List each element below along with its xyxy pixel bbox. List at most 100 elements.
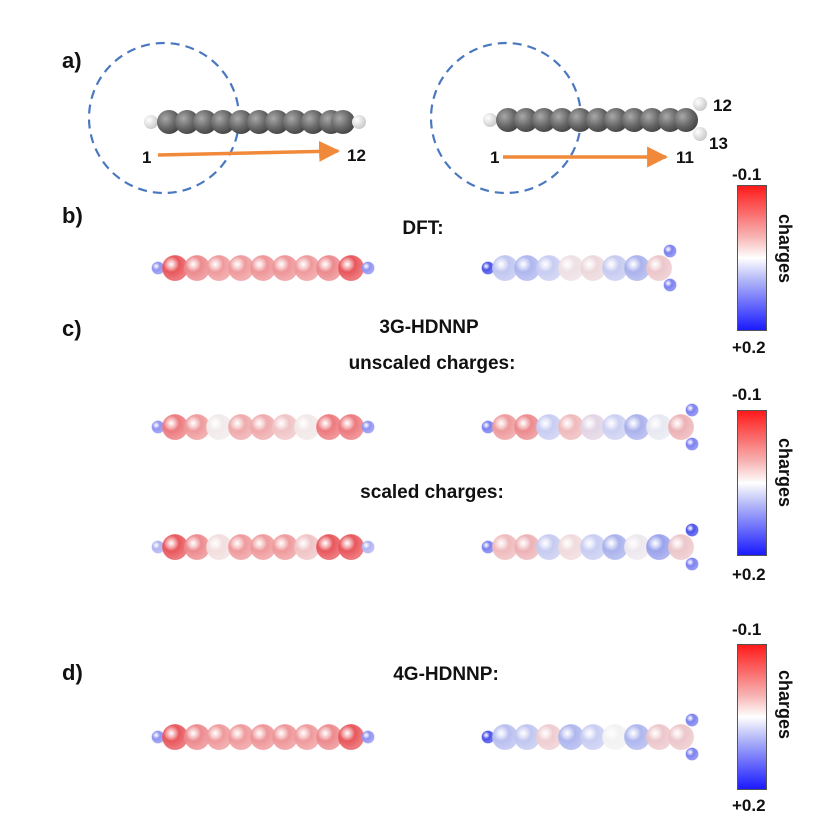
hdnnp4g-right-c-8 (646, 724, 672, 750)
unscaled-left-c-5 (250, 414, 276, 440)
atom-label-right-1: 1 (490, 148, 500, 167)
hdnnp4g-right-h-top (685, 713, 699, 727)
scaled-right-c-3 (536, 534, 562, 560)
scaled-right-h-top (685, 523, 699, 537)
unscaled-right-h-bottom (685, 437, 699, 451)
panel-label-c: c) (62, 316, 82, 341)
unscaled-left-c-7 (294, 414, 320, 440)
colorbar-dft-title: charges (775, 214, 795, 284)
colorbar-4g (737, 644, 767, 790)
atom-label-right-11: 11 (676, 148, 694, 167)
hdnnp4g-right-c-1 (492, 724, 518, 750)
dft-right-c-8 (646, 255, 672, 281)
hdnnp4g-left-c-9 (338, 724, 364, 750)
hdnnp4g-left-c-8 (316, 724, 342, 750)
unscaled-right-h-top (685, 403, 699, 417)
colorbar-3g (737, 410, 767, 556)
dft-left-c-5 (250, 255, 276, 281)
hdnnp4g-right-c-6 (602, 724, 628, 750)
hdnnp4g-left-c-5 (250, 724, 276, 750)
unscaled-right-c-3 (536, 414, 562, 440)
dft-right-c-1 (492, 255, 518, 281)
hdnnp4g-right-h-bottom (685, 747, 699, 761)
header-scaled-charges: scaled charges: (360, 482, 504, 503)
hdnnp4g-left-c-7 (294, 724, 320, 750)
unscaled-left-c-4 (228, 414, 254, 440)
scaled-right-c-6 (602, 534, 628, 560)
hdnnp4g-right-c-3 (536, 724, 562, 750)
header-4g-hdnnp: 4G-HDNNP: (393, 664, 499, 685)
dft-left-c-2 (184, 255, 210, 281)
colorbar-3g-top: -0.1 (732, 385, 762, 404)
dft-right-c-3 (536, 255, 562, 281)
dft-right-h-top (663, 244, 677, 258)
dft-right-c-7 (624, 255, 650, 281)
scaled-right-c-4 (558, 534, 584, 560)
scaled-right-h-bottom (685, 557, 699, 571)
unscaled-left-c-1 (162, 414, 188, 440)
unscaled-right-c-2 (514, 414, 540, 440)
hdnnp4g-left-c-2 (184, 724, 210, 750)
dft-right-c-2 (514, 255, 540, 281)
atom-label-right-12: 12 (713, 96, 732, 115)
left-molecule-grey (144, 110, 366, 134)
scaled-left-c-3 (206, 534, 232, 560)
scaled-right-c-7 (624, 534, 650, 560)
scaled-left-c-1 (162, 534, 188, 560)
hdnnp4g-right-c-5 (580, 724, 606, 750)
colorbar-4g-top: -0.1 (732, 620, 762, 639)
unscaled-left-c-9 (338, 414, 364, 440)
scaled-right-c-1 (492, 534, 518, 560)
header-unscaled-charges: unscaled charges: (348, 353, 516, 374)
dft-left-c-3 (206, 255, 232, 281)
hdnnp4g-right-c-9 (668, 724, 694, 750)
dft-left-c-6 (272, 255, 298, 281)
dft-left-c-4 (228, 255, 254, 281)
scaled-left-h-end (361, 540, 375, 554)
left-arrow (157, 140, 341, 162)
scaled-left-c-6 (272, 534, 298, 560)
scaled-left-c-7 (294, 534, 320, 560)
hdnnp4g-left-c-6 (272, 724, 298, 750)
unscaled-right-c-6 (602, 414, 628, 440)
atom-label-left-12: 12 (347, 146, 366, 165)
colorbar-dft-bottom: +0.2 (732, 338, 766, 357)
panel-label-d: d) (62, 660, 83, 685)
dft-left-h-end (361, 261, 375, 275)
hdnnp4g-left-c-4 (228, 724, 254, 750)
colorbar-4g-bottom: +0.2 (732, 796, 766, 815)
scaled-right-c-9 (668, 534, 694, 560)
unscaled-right-c-5 (580, 414, 606, 440)
dft-left-c-1 (162, 255, 188, 281)
scaled-right-c-2 (514, 534, 540, 560)
scaled-left-c-8 (316, 534, 342, 560)
scaled-right-c-8 (646, 534, 672, 560)
unscaled-left-c-8 (316, 414, 342, 440)
unscaled-right-c-4 (558, 414, 584, 440)
scaled-left-c-4 (228, 534, 254, 560)
dft-right-c-5 (580, 255, 606, 281)
unscaled-right-c-1 (492, 414, 518, 440)
colorbar-dft (737, 185, 767, 331)
unscaled-left-c-2 (184, 414, 210, 440)
atom-label-left-1: 1 (142, 148, 152, 167)
unscaled-right-c-7 (624, 414, 650, 440)
scaled-right-c-5 (580, 534, 606, 560)
colorbar-3g-title: charges (775, 438, 795, 508)
scaled-left-c-2 (184, 534, 210, 560)
scaled-left-c-9 (338, 534, 364, 560)
unscaled-right-c-8 (646, 414, 672, 440)
panel-label-a: a) (62, 48, 82, 73)
unscaled-right-c-9 (668, 414, 694, 440)
dft-right-h-bottom (663, 278, 677, 292)
header-3g-hdnnp: 3G-HDNNP (379, 317, 479, 338)
unscaled-left-h-end (361, 420, 375, 434)
right-molecule-grey (483, 97, 707, 141)
header-dft: DFT: (402, 218, 444, 239)
dft-left-c-7 (294, 255, 320, 281)
colorbar-4g-title: charges (775, 670, 795, 740)
dft-right-c-6 (602, 255, 628, 281)
colorbar-3g-bottom: +0.2 (732, 565, 766, 584)
